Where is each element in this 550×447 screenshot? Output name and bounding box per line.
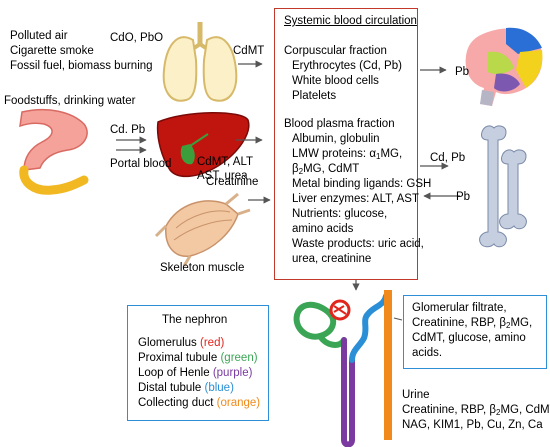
nephron-part-distal: Distal tubule (blue) xyxy=(138,382,234,394)
corpuscular-item-1: Erythrocytes (Cd, Pb) xyxy=(292,60,402,72)
corpuscular-item-2: White blood cells xyxy=(292,75,379,87)
plasma-item-b2mg: β2MG, CdMT xyxy=(292,163,360,176)
plasma-item-amino: amino acids xyxy=(292,223,354,235)
brain-label: Pb xyxy=(455,66,470,78)
filtrate-line-4: acids. xyxy=(412,347,443,359)
urine-line-1: Creatinine, RBP, β2MG, CdMT, xyxy=(402,404,550,417)
air-metals: CdO, PbO xyxy=(110,32,164,44)
muscle-label: Skeleton muscle xyxy=(160,262,245,274)
muscle-output: Creatinine xyxy=(206,176,259,188)
food-metals: Cd. Pb xyxy=(110,124,146,136)
bone-out-label: Cd, Pb xyxy=(430,152,466,164)
systemic-circulation-box: Systemic blood circulation Corpuscular f… xyxy=(274,8,431,280)
lungs-icon xyxy=(162,22,238,102)
plasma-heading: Blood plasma fraction xyxy=(284,118,395,130)
exposure-air-3: Fossil fuel, biomass burning xyxy=(10,60,153,72)
bone-in-label: Pb xyxy=(456,191,471,203)
plasma-item-waste-2: urea, creatinine xyxy=(292,253,372,265)
plasma-item-nutrients: Nutrients: glucose, xyxy=(292,208,388,220)
liver-output-2: AST, urea xyxy=(197,170,248,182)
nephron-part-glomerulus: Glomerulus (red) xyxy=(138,337,225,349)
corpuscular-item-3: Platelets xyxy=(292,90,337,102)
nephron-part-collecting: Collecting duct (orange) xyxy=(138,397,261,409)
nephron-legend-box: The nephron Glomerulus (red) Proximal tu… xyxy=(127,305,269,421)
filtrate-line-3: CdMT, glucose, amino xyxy=(412,332,526,344)
nephron-drawing xyxy=(293,290,392,447)
filtrate-line-2: Creatinine, RBP, β2MG, xyxy=(412,317,533,330)
plasma-item-enzymes: Liver enzymes: ALT, AST xyxy=(292,193,419,205)
filtrate-box: Glomerular filtrate, Creatinine, RBP, β2… xyxy=(403,295,547,369)
liver-icon xyxy=(156,112,250,178)
urine-line-2: NAG, KIM1, Pb, Cu, Zn, Ca xyxy=(402,419,543,431)
liver-output-1: CdMT, ALT xyxy=(197,156,254,168)
food-source: Foodstuffs, drinking water xyxy=(4,95,136,107)
portal-blood: Portal blood xyxy=(110,158,172,170)
nephron-part-proximal: Proximal tubule (green) xyxy=(138,352,258,364)
plasma-item-gsh: Metal binding ligands: GSH xyxy=(292,178,432,190)
brain-icon xyxy=(465,27,543,106)
nephron-title: The nephron xyxy=(162,314,228,326)
stomach-icon xyxy=(19,108,89,195)
leader-filtrate xyxy=(393,317,403,321)
nephron-part-loop: Loop of Henle (purple) xyxy=(138,367,253,379)
plasma-item-lmw: LMW proteins: α1MG, xyxy=(292,148,403,161)
corpuscular-heading: Corpuscular fraction xyxy=(284,45,387,57)
urine-title: Urine xyxy=(402,389,430,401)
filtrate-line-1: Glomerular filtrate, xyxy=(412,302,507,314)
muscle-icon xyxy=(154,192,251,267)
systemic-title: Systemic blood circulation xyxy=(284,15,417,27)
exposure-air-2: Cigarette smoke xyxy=(10,45,94,57)
lung-output: CdMT xyxy=(233,45,265,57)
bones-icon xyxy=(479,125,527,248)
exposure-air-1: Polluted air xyxy=(10,30,68,42)
plasma-item-waste: Waste products: uric acid, xyxy=(292,238,424,250)
plasma-item-albumin: Albumin, globulin xyxy=(292,133,380,145)
